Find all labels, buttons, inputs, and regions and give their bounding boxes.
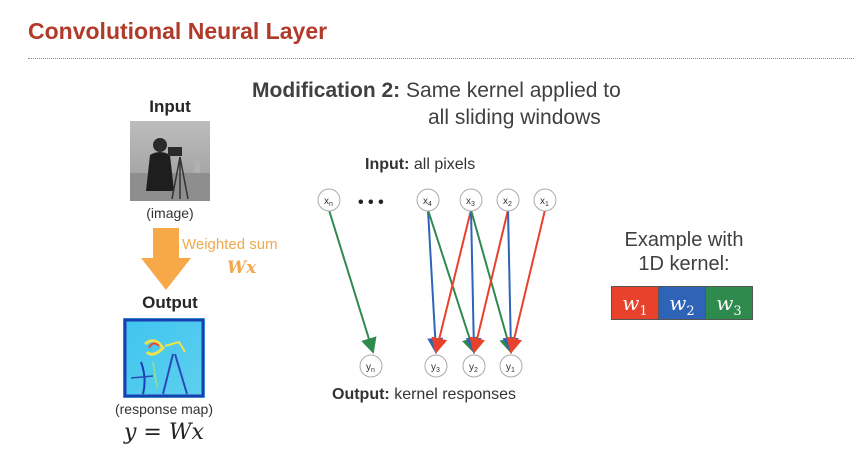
edge-x3-y3 (431, 209, 472, 354)
title-divider (28, 58, 854, 59)
input-node-x1: x1 (533, 188, 557, 212)
edge-x3-y2 (465, 209, 482, 354)
down-arrow-icon (141, 228, 191, 290)
output-node-y1: y1 (499, 354, 523, 378)
edge-x2-y2 (469, 209, 509, 354)
equation: y = Wx (124, 420, 204, 445)
diagram-output-caption-rest: kernel responses (389, 386, 517, 403)
svg-text:x1: x1 (540, 196, 549, 208)
edge-x4-y2 (427, 209, 478, 354)
output-node-yn: yn (359, 354, 383, 378)
input-node-x2: x2 (496, 188, 520, 212)
kernel-cell-w2: w2 (658, 286, 706, 320)
diagram-input-caption-bold: Input: (365, 156, 410, 173)
svg-text:xn: xn (324, 196, 333, 208)
svg-text:y3: y3 (431, 362, 440, 374)
diagram-input-caption-rest: all pixels (409, 156, 476, 173)
modification-line1: Same kernel applied to (406, 79, 621, 102)
svg-text:y1: y1 (506, 362, 515, 374)
output-node-y3: y3 (424, 354, 448, 378)
diagram-output-caption: Output: kernel responses (332, 386, 516, 404)
modification-heading: Modification 2: Same kernel applied to (252, 78, 621, 104)
modification-line2: all sliding windows (428, 106, 601, 129)
svg-text:x4: x4 (423, 196, 432, 208)
connection-diagram: xn • • • x4 x3 x2 x1 yn y3 y2 y1 (317, 188, 557, 378)
input-caption: (image) (146, 205, 194, 221)
ellipsis: • • • (358, 194, 384, 211)
svg-text:x2: x2 (503, 196, 512, 208)
example-title-line2: 1D kernel: (638, 253, 730, 275)
kernel-cell-w1: w1 (611, 286, 659, 320)
edge-x2-y1 (502, 209, 519, 354)
example-title: Example with 1D kernel: (604, 228, 764, 276)
output-caption: (response map) (114, 401, 214, 417)
example-title-line1: Example with (624, 229, 744, 251)
slide-title: Convolutional Neural Layer (28, 18, 328, 44)
edge-xn-yn (328, 209, 377, 354)
svg-text:x3: x3 (466, 196, 475, 208)
diagram-input-caption: Input: all pixels (365, 156, 475, 174)
output-node-y2: y2 (462, 354, 486, 378)
input-label: Input (149, 97, 191, 116)
modification-prefix: Modification 2: (252, 79, 401, 102)
svg-text:yn: yn (366, 362, 375, 374)
edge-x4-y3 (427, 209, 444, 354)
output-response-map (123, 318, 205, 398)
weighted-sum-label: Weighted sum (182, 236, 278, 253)
output-label: Output (142, 293, 198, 312)
edge-x1-y1 (506, 209, 546, 354)
input-node-xn: xn (317, 188, 341, 212)
input-node-x3: x3 (459, 188, 483, 212)
kernel-cell-w3: w3 (705, 286, 753, 320)
diagram-output-caption-bold: Output: (332, 386, 390, 403)
weighted-sum-formula: Wx (227, 258, 257, 278)
input-image (130, 121, 210, 201)
svg-text:y2: y2 (469, 362, 478, 374)
input-node-x4: x4 (416, 188, 440, 212)
